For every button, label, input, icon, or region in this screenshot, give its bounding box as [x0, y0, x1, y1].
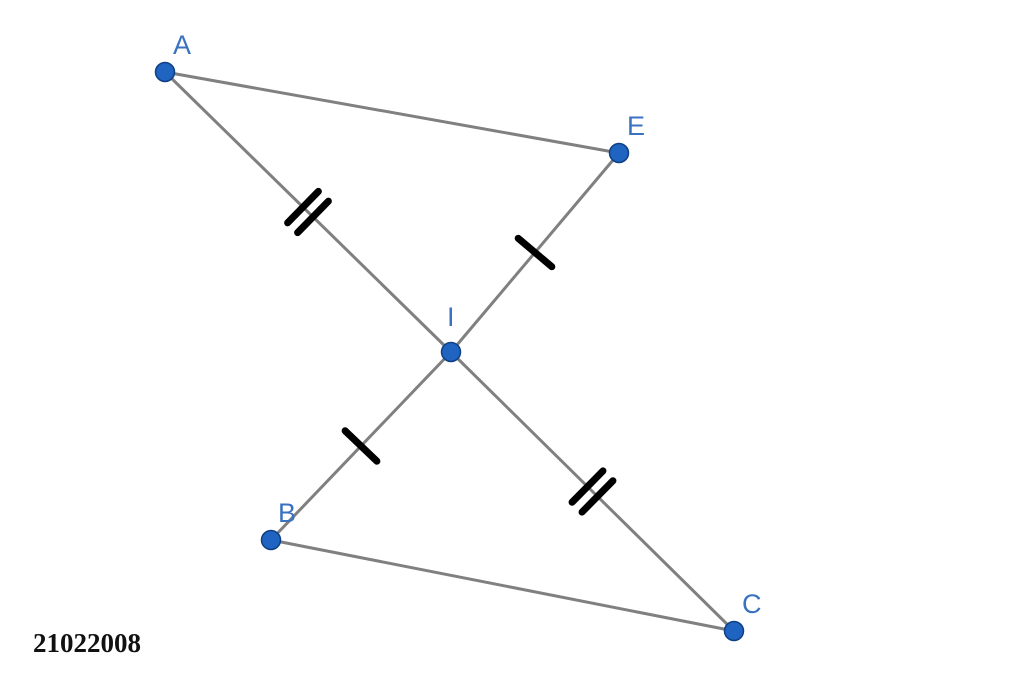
- point-A: [154, 61, 176, 83]
- point-label-E: E: [627, 111, 645, 141]
- tick-mark-AI-1: [284, 187, 322, 227]
- point-C: [723, 620, 745, 642]
- segment-BC: [269, 538, 736, 633]
- point-label-B: B: [278, 498, 296, 528]
- tick-mark-AI-2: [294, 197, 332, 237]
- point-label-I: I: [447, 302, 455, 332]
- tick-mark-EI-1: [514, 234, 556, 271]
- tick-mark-IC-2: [578, 477, 617, 516]
- tick-mark-IC-1: [568, 467, 607, 506]
- segment-AE: [163, 70, 621, 155]
- point-label-A: A: [173, 30, 191, 60]
- point-B: [260, 529, 282, 551]
- point-E: [608, 142, 630, 164]
- tick-marks-layer: [284, 187, 617, 516]
- segment-AI: [163, 70, 453, 354]
- segment-IC: [449, 350, 736, 633]
- point-I: [440, 341, 462, 363]
- points-layer: [154, 61, 745, 642]
- tick-mark-IB-1: [341, 427, 381, 465]
- point-label-C: C: [742, 589, 762, 619]
- labels-layer: A E I B C: [173, 30, 762, 619]
- caption-id: 21022008: [33, 628, 141, 658]
